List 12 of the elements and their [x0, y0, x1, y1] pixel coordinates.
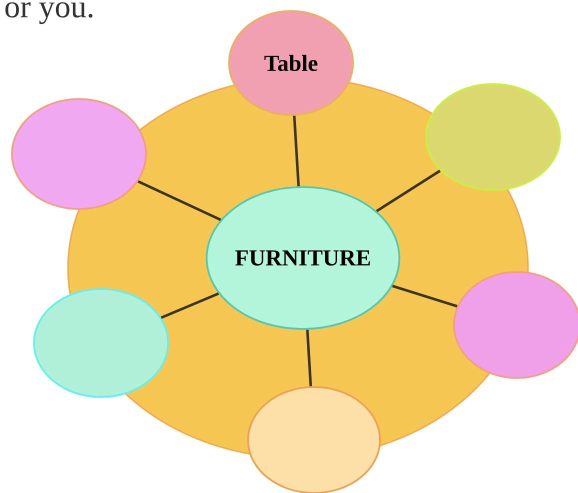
empty-circle: [425, 83, 561, 191]
empty-circle: [33, 288, 169, 398]
connector-line: [306, 330, 312, 386]
connector-line: [160, 292, 220, 319]
heading-text: or you.: [5, 2, 92, 24]
empty-circle: [247, 386, 381, 493]
empty-circle: [453, 271, 578, 379]
connector-line: [138, 180, 222, 221]
connector-line: [392, 284, 458, 308]
connector-line: [376, 170, 441, 212]
empty-circle: [11, 98, 147, 210]
connector-line: [292, 116, 300, 186]
